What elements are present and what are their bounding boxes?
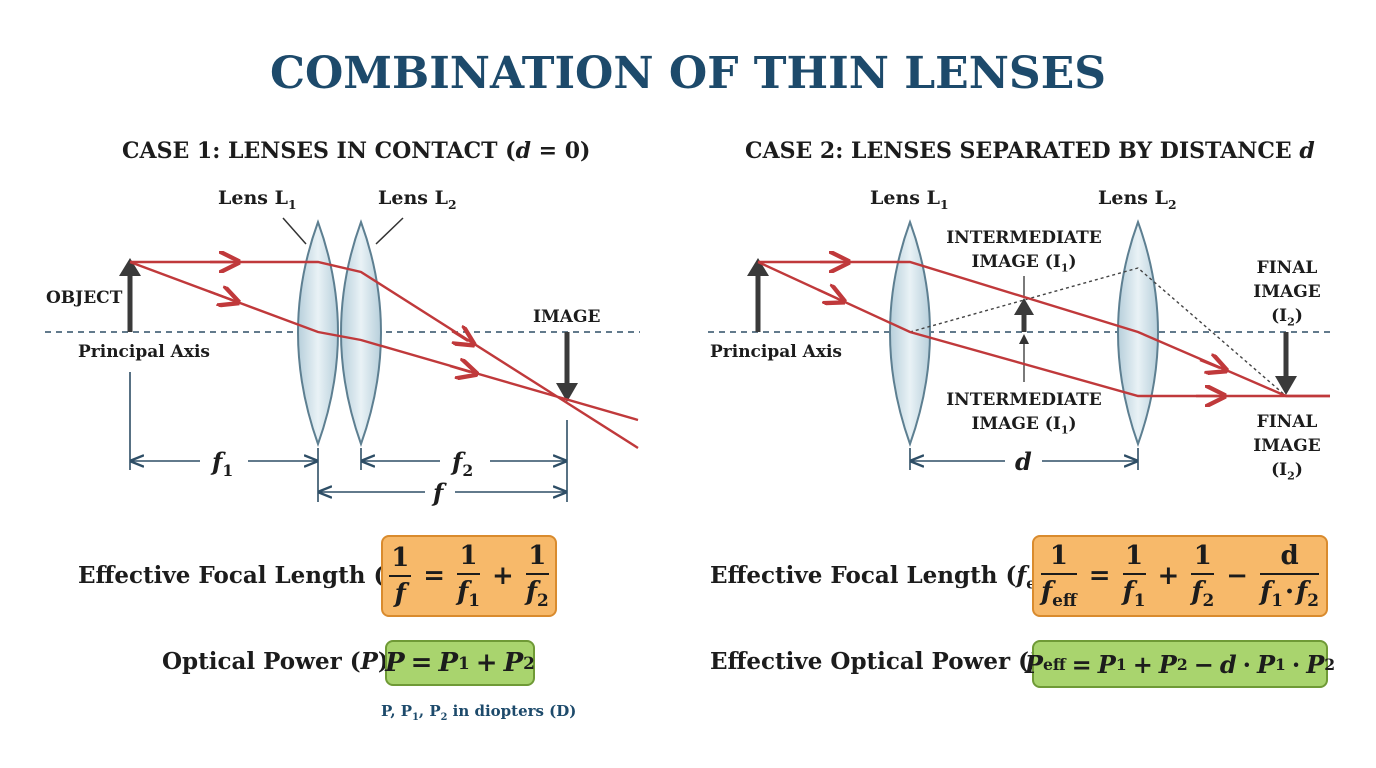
case2-focal-length-label: Effective Focal Length (feff): bbox=[710, 562, 1067, 593]
case2-ray-arrow-2 bbox=[817, 290, 838, 299]
case1-f2-label: f2 bbox=[452, 447, 474, 480]
case1-image-label: IMAGE bbox=[533, 307, 601, 327]
case1-ray-arrow-3 bbox=[452, 331, 468, 341]
case1-object-label: OBJECT bbox=[46, 288, 123, 308]
case1-lens-l2-label: Lens L2 bbox=[378, 187, 457, 212]
case1-lens-l1-label: Lens L1 bbox=[218, 187, 297, 212]
case1-lens-l1-leader bbox=[282, 217, 307, 245]
case1-optical-power-label: Optical Power (P): bbox=[162, 648, 397, 675]
case1-heading: CASE 1: LENSES IN CONTACT (d = 0) bbox=[122, 138, 591, 164]
case1-lens-l2 bbox=[340, 219, 382, 447]
case1-diopter-note: P, P1, P2 in diopters (D) bbox=[381, 702, 577, 723]
case2-lens-l1-label: Lens L1 bbox=[870, 187, 949, 212]
case2-lens-l2-label: Lens L2 bbox=[1098, 187, 1177, 212]
case1-object-arrowhead bbox=[119, 258, 141, 276]
case2-intermediate-bottom-leader-head bbox=[1019, 334, 1029, 344]
case2-final-image-arrowhead bbox=[1275, 376, 1297, 395]
case2-ray-arrow-3 bbox=[1199, 360, 1220, 368]
case2-intermediate-image-arrowhead bbox=[1014, 298, 1034, 315]
case2-dotted-construction bbox=[909, 267, 1287, 397]
case1-ray-arrow-4 bbox=[449, 366, 470, 372]
case1-focal-length-label: Effective Focal Length (f): bbox=[78, 562, 414, 589]
case1-f1-label: f1 bbox=[212, 447, 234, 480]
case1-image-arrowhead bbox=[556, 383, 578, 402]
case2-d-label: d bbox=[1015, 447, 1032, 476]
case1-f-label: f bbox=[433, 478, 444, 507]
page-title: COMBINATION OF THIN LENSES bbox=[269, 48, 1107, 99]
case1-axis-label: Principal Axis bbox=[78, 342, 210, 362]
case2-heading: CASE 2: LENSES SEPARATED BY DISTANCE d bbox=[745, 138, 1315, 164]
case1-ray-arrow-2 bbox=[208, 291, 232, 300]
case2-object-arrowhead bbox=[747, 258, 769, 276]
case1-lens-l2-leader bbox=[375, 217, 404, 245]
case2-axis-label: Principal Axis bbox=[710, 342, 842, 362]
